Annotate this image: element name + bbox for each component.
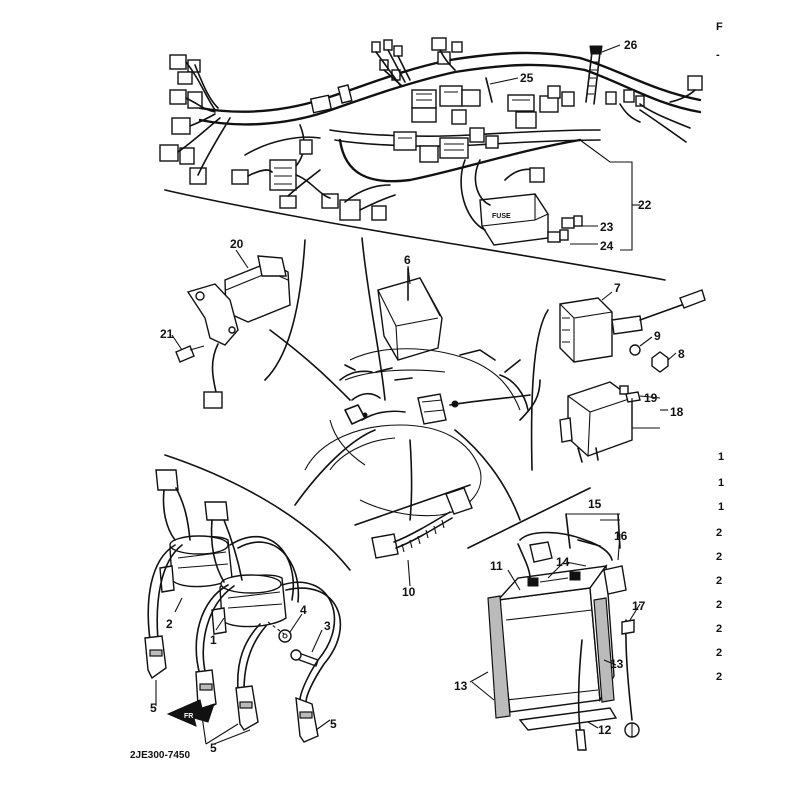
main-switch <box>175 239 306 409</box>
callout-15: 15 <box>588 497 602 511</box>
edge-mark: 2 <box>716 551 722 563</box>
callout-22: 22 <box>638 198 652 212</box>
callout-3: 3 <box>324 619 331 633</box>
wire-harness: FUSE <box>159 37 703 281</box>
callout-10: 10 <box>402 585 416 599</box>
front-direction-label: FR <box>184 713 193 720</box>
harness-connector-cluster <box>393 85 575 163</box>
spark-plug-cap <box>144 635 319 743</box>
harness-connector-left <box>159 54 231 185</box>
edge-mark: 2 <box>716 575 722 587</box>
harness-boundary <box>164 189 666 281</box>
harness-connector-top <box>371 37 463 87</box>
main-switch-boundary <box>264 239 306 381</box>
callout-18: 18 <box>670 405 684 419</box>
callout-26: 26 <box>624 38 638 52</box>
callout-leaders <box>155 44 677 745</box>
callout-9: 9 <box>654 329 661 343</box>
callout-2: 2 <box>166 617 173 631</box>
part-code: 2JE300-7450 <box>130 750 190 761</box>
spark-plug-lead <box>147 535 342 703</box>
fuse-box: FUSE <box>460 159 549 246</box>
cdi-unit <box>361 237 443 401</box>
right-edge-marks: F - 1 1 1 2 2 2 2 2 2 2 <box>716 21 724 683</box>
callout-13-left: 13 <box>454 679 468 693</box>
edge-mark: 1 <box>718 451 724 463</box>
edge-mark: 2 <box>716 527 722 539</box>
edge-mark: 2 <box>716 599 722 611</box>
ignition-coil <box>155 454 351 667</box>
callout-13-right: 13 <box>610 657 624 671</box>
fuse-clip <box>547 215 583 243</box>
callout-24: 24 <box>600 239 614 253</box>
callout-19: 19 <box>644 391 658 405</box>
callout-bracket-22 <box>579 139 633 251</box>
callout-labels: 26 25 22 23 24 20 6 21 7 9 8 19 18 15 16… <box>150 38 685 755</box>
edge-mark: 2 <box>716 623 722 635</box>
edge-mark: 1 <box>718 501 724 513</box>
callout-21: 21 <box>160 327 174 341</box>
edge-mark: - <box>716 49 720 61</box>
fuse-box-label: FUSE <box>492 213 511 220</box>
callout-8: 8 <box>678 347 685 361</box>
callout-6: 6 <box>404 253 411 267</box>
harness-connector-right <box>605 75 703 143</box>
harness-clamp <box>485 77 493 103</box>
callout-25: 25 <box>520 71 534 85</box>
edge-mark: 2 <box>716 671 722 683</box>
callout-4: 4 <box>300 603 307 617</box>
edge-mark: 2 <box>716 647 722 659</box>
callout-14: 14 <box>556 555 570 569</box>
callout-5-left: 5 <box>150 701 157 715</box>
harness-connector-lower <box>231 139 396 221</box>
callout-5-right: 5 <box>330 717 337 731</box>
wire-sub-lead <box>354 484 473 559</box>
battery <box>467 487 640 751</box>
callout-5-bottom: 5 <box>210 741 217 755</box>
callout-1: 1 <box>210 633 217 647</box>
edge-mark: F <box>716 21 723 33</box>
motorcycle-frame-outline <box>269 329 541 521</box>
starter-relay <box>530 289 706 471</box>
callout-23: 23 <box>600 220 614 234</box>
callout-11: 11 <box>490 559 503 573</box>
flasher-relay <box>559 381 641 463</box>
callout-12: 12 <box>598 723 612 737</box>
callout-7: 7 <box>614 281 621 295</box>
cable-tie <box>585 45 603 105</box>
callout-17: 17 <box>632 599 646 613</box>
edge-mark: 1 <box>718 477 724 489</box>
callout-16: 16 <box>614 529 628 543</box>
callout-20: 20 <box>230 237 244 251</box>
